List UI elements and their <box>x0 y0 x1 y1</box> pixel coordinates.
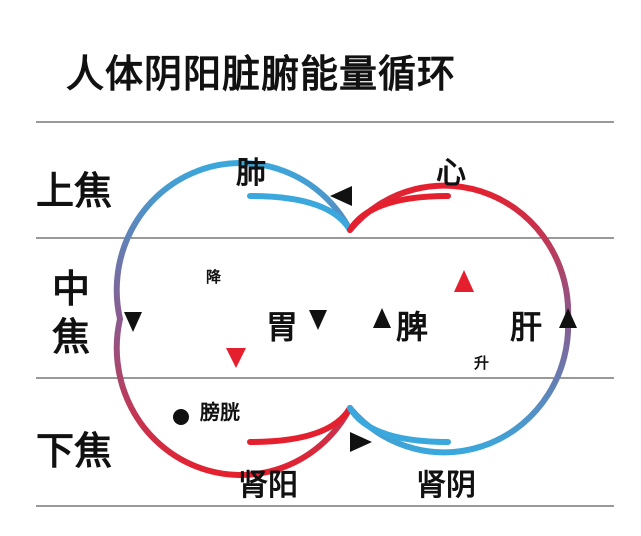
organ-kidney-yang: 肾阳 <box>238 468 298 503</box>
top-connector <box>247 193 353 233</box>
zone-middle-1: 中 <box>52 267 91 311</box>
flow-ascend-label: 升 <box>474 354 490 372</box>
zone-middle-2: 焦 <box>52 315 91 359</box>
bottom-connector-blue <box>347 405 451 445</box>
zone-upper: 上焦 <box>36 169 113 213</box>
arrow-inner-right-up <box>373 308 391 328</box>
organ-heart: 心 <box>436 156 466 191</box>
organ-lung: 肺 <box>236 156 266 191</box>
descend-arrow-head <box>226 348 246 368</box>
organ-stomach: 胃 <box>266 308 299 346</box>
zone-lower: 下焦 <box>36 429 113 473</box>
arrow-bottom-right <box>350 432 372 452</box>
left-loop <box>113 160 353 478</box>
bottom-connector-red <box>247 405 353 445</box>
organ-spleen: 脾 <box>396 308 429 346</box>
arrow-left-down <box>124 312 142 332</box>
arrow-inner-left-down <box>309 310 327 330</box>
organ-bladder: 膀胱 <box>200 400 240 424</box>
organ-liver: 肝 <box>510 308 543 346</box>
ascend-arrow-head <box>454 270 474 292</box>
page-title: 人体阴阳脏腑能量循环 <box>66 52 457 96</box>
arrow-right-up <box>559 308 577 328</box>
flow-descend-label: 降 <box>206 268 222 286</box>
arrow-top-left <box>330 186 352 206</box>
bladder-dot <box>173 409 189 425</box>
organ-kidney-yin: 肾阴 <box>416 468 476 503</box>
top-connector-red <box>347 193 451 233</box>
